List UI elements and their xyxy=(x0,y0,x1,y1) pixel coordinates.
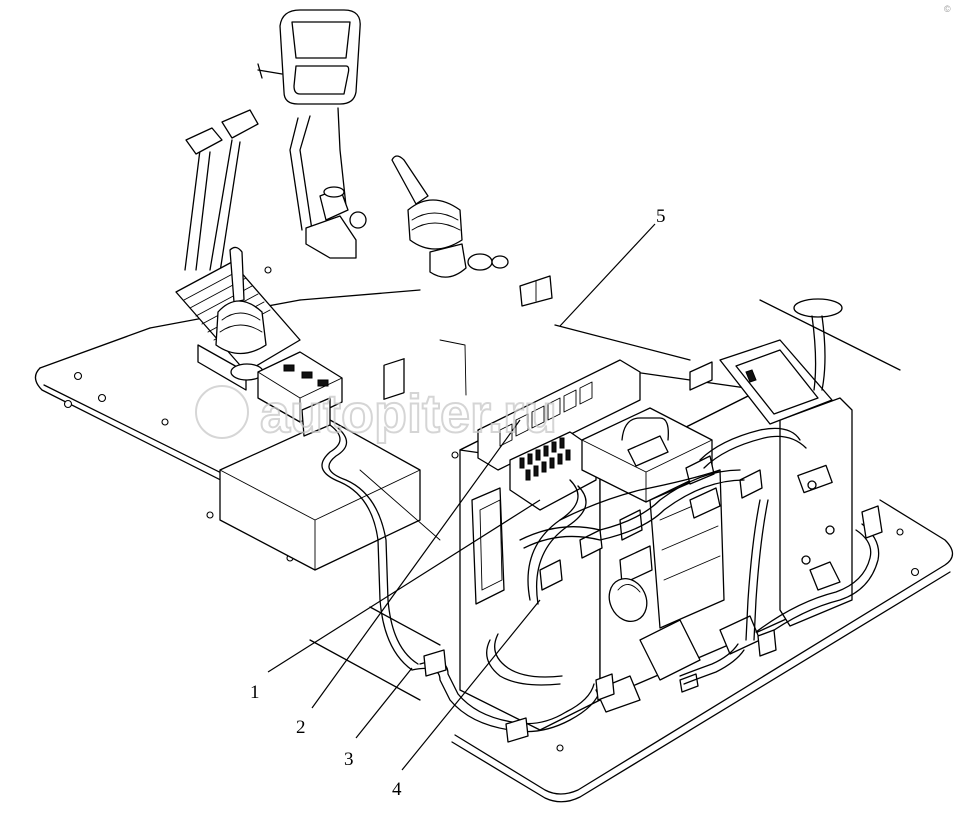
mounting-hole-icon xyxy=(63,399,73,409)
callout-4: 4 xyxy=(392,779,402,800)
mounting-hole-icon xyxy=(264,266,272,274)
seat-base-panel xyxy=(219,339,467,571)
callout-3: 3 xyxy=(344,749,354,770)
left-joystick-icon xyxy=(229,246,245,303)
mounting-hole-icon xyxy=(910,567,920,577)
callout-5: 5 xyxy=(656,206,666,227)
left-travel-lever-handle xyxy=(185,127,223,155)
mounting-hole-icon xyxy=(206,511,214,519)
floor-plate xyxy=(34,266,954,803)
corner-tag: © xyxy=(944,4,951,14)
electrical-control-unit xyxy=(459,298,853,731)
watermark: autopiter.ru © xyxy=(195,4,951,445)
watermark-logo-icon xyxy=(195,385,249,439)
floor-hoses xyxy=(411,499,883,743)
fuse-block xyxy=(509,431,597,511)
mounting-hole-icon xyxy=(896,528,904,536)
mounting-hole-icon xyxy=(451,451,459,459)
mounting-hole-icon xyxy=(161,418,169,426)
callout-1: 1 xyxy=(250,682,260,703)
mounting-hole-icon xyxy=(556,744,564,752)
left-control-console xyxy=(175,109,419,671)
sensor-disc-icon xyxy=(793,298,843,318)
right-joystick-icon xyxy=(391,155,429,205)
watermark-text: autopiter.ru xyxy=(260,384,557,444)
callouts: 1 2 3 4 5 xyxy=(250,206,666,800)
mounting-hole-icon xyxy=(97,393,107,403)
mounting-hole-icon xyxy=(73,371,83,381)
leader-lines xyxy=(267,223,656,771)
callout-2: 2 xyxy=(296,717,306,738)
right-control-console xyxy=(391,155,553,307)
right-travel-lever-handle xyxy=(221,109,259,139)
display-monitor xyxy=(257,9,367,259)
